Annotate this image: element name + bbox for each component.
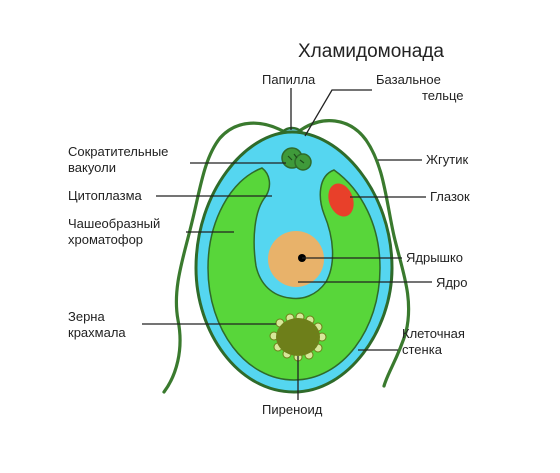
leader-lines	[142, 88, 432, 400]
label-chromatophore-line2: хроматофор	[68, 232, 143, 247]
label-cytoplasm: Цитоплазма	[68, 188, 143, 203]
label-eyespot: Глазок	[430, 189, 470, 204]
flagellum-left	[162, 121, 290, 394]
label-chromatophore-line1: Чашеобразный	[68, 216, 160, 231]
chromatophore	[207, 167, 381, 381]
label-papilla: Папилла	[262, 72, 316, 87]
eyespot	[328, 183, 354, 217]
label-vacuoles-line1: Сократительные	[68, 144, 168, 159]
label-starch-line2: крахмала	[68, 325, 126, 340]
pyrenoid	[276, 318, 320, 356]
label-vacuoles-line2: вакуоли	[68, 160, 116, 175]
label-cell-wall-line2: стенка	[402, 342, 443, 357]
label-pyrenoid: Пиреноид	[262, 402, 323, 417]
diagram-title: Хламидомонада	[298, 41, 444, 62]
nucleus	[268, 231, 324, 287]
flagellum-right	[296, 119, 411, 388]
label-basal-body-line1: Базальное	[376, 72, 441, 87]
label-nucleus: Ядро	[436, 275, 467, 290]
label-cell-wall-line1: Клеточная	[402, 326, 465, 341]
label-flagellum: Жгутик	[426, 152, 468, 167]
label-nucleolus: Ядрышко	[406, 250, 463, 265]
label-starch-line1: Зерна	[68, 309, 105, 324]
label-basal-body-line2: тельце	[422, 88, 464, 103]
vacuole-mark	[287, 153, 305, 164]
